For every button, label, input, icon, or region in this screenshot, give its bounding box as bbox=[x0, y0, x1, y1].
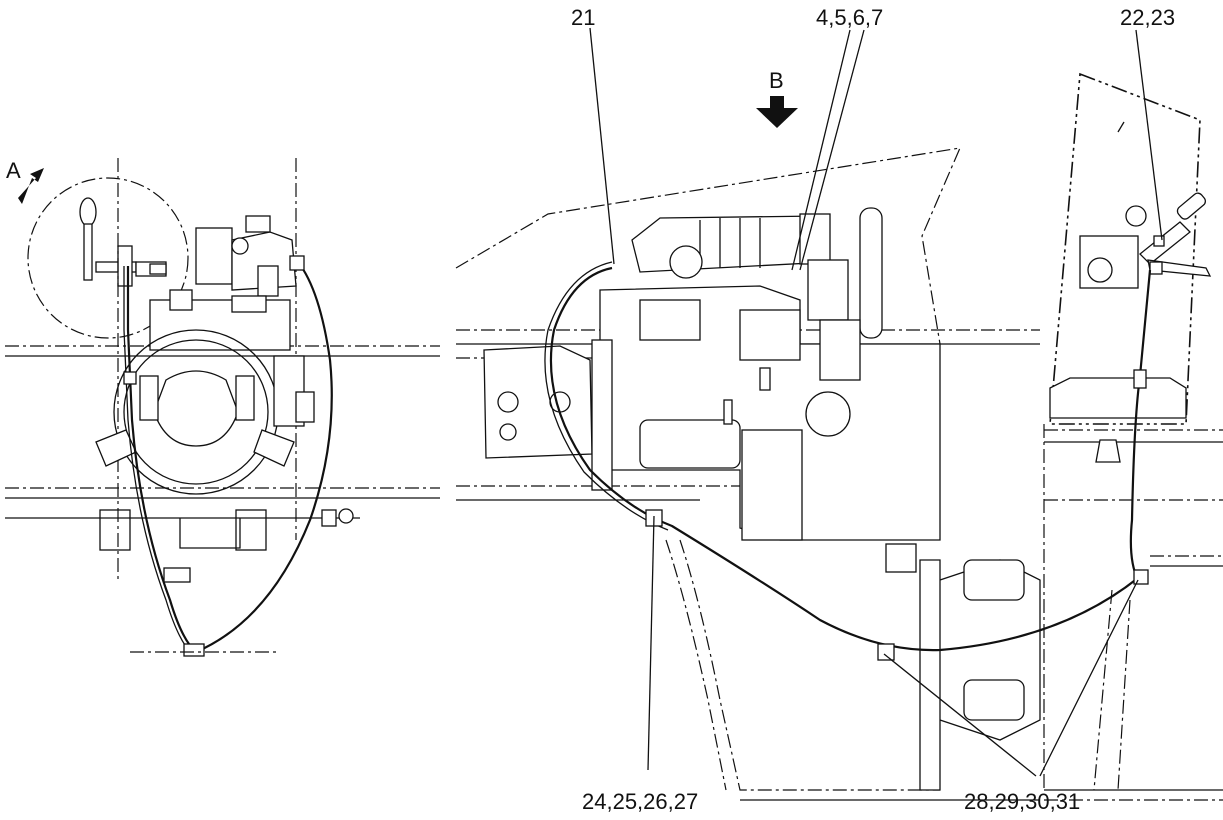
cab-outline bbox=[1049, 72, 1201, 425]
leader-lines bbox=[589, 27, 1163, 777]
view-a-arrow-icon bbox=[18, 168, 44, 204]
throttle-lever-icon bbox=[1139, 192, 1212, 277]
cable-clamp bbox=[1133, 369, 1147, 389]
view-b-arrow-icon bbox=[756, 96, 798, 128]
front-view-a: A bbox=[5, 158, 440, 657]
side-control-cable bbox=[549, 266, 1139, 652]
cable-clamp bbox=[321, 509, 337, 527]
cab-control-cable bbox=[1129, 269, 1152, 581]
cable-clamp bbox=[183, 643, 205, 657]
cab-view bbox=[1043, 72, 1223, 801]
callout-21: 21 bbox=[571, 5, 595, 30]
front-engine-block bbox=[95, 215, 315, 551]
hood-outline bbox=[455, 147, 961, 345]
view-a-label: A bbox=[6, 158, 21, 183]
cable-clamp bbox=[163, 567, 191, 583]
cable-clamp bbox=[1133, 569, 1149, 585]
lever-detail-circle bbox=[27, 177, 189, 339]
front-control-cable bbox=[126, 261, 333, 654]
lever-handle-icon bbox=[79, 197, 167, 287]
callout-28-29-30-31: 28,29,30,31 bbox=[964, 789, 1080, 814]
cable-clamp bbox=[289, 255, 305, 271]
side-view: B bbox=[455, 68, 1139, 801]
side-engine-block bbox=[483, 207, 941, 541]
callout-22-23: 22,23 bbox=[1120, 5, 1175, 30]
view-b-label: B bbox=[769, 68, 784, 93]
callout-24-25-26-27: 24,25,26,27 bbox=[582, 789, 698, 814]
cable-clamp bbox=[123, 371, 137, 385]
callout-4-5-6-7: 4,5,6,7 bbox=[816, 5, 883, 30]
cable-clamp bbox=[877, 643, 895, 661]
